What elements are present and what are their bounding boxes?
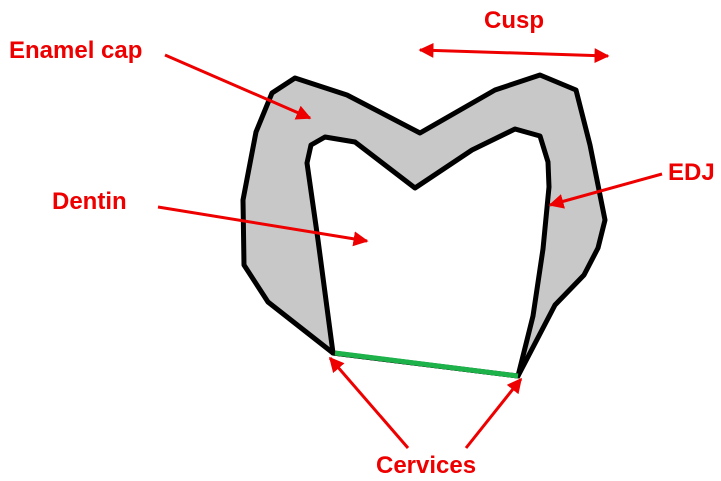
cervix-left-arrow [330, 358, 408, 448]
enamel-cap-label: Enamel cap [9, 37, 142, 64]
cusp-label: Cusp [484, 7, 544, 34]
cusp-double-arrow [420, 50, 608, 56]
dentin-label: Dentin [52, 188, 127, 215]
edj-label: EDJ [668, 159, 715, 186]
cervices-label: Cervices [376, 452, 476, 479]
cervix-right-arrow [466, 379, 521, 448]
